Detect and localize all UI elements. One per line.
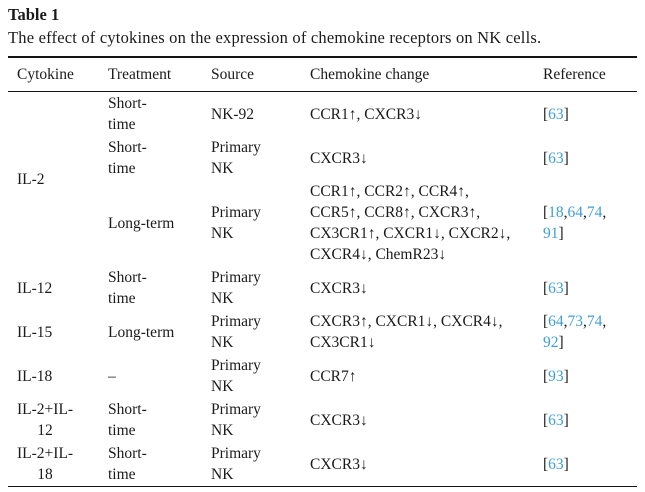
cytokine-label: IL-2+IL- 18 (17, 445, 74, 483)
table-row: IL-2 Short- time NK-92 CCR1↑, CXCR3↓ [63… (8, 92, 637, 188)
chemokine-change-cell: CCR7↑ (310, 367, 357, 385)
table-row: IL-12 Short- time Primary NK CXCR3↓ [63] (8, 266, 637, 310)
chemokine-change-cell: CCR1↑, CXCR3↓ (310, 105, 422, 123)
chemokine-change-cell: CXCR3↓ (310, 149, 368, 167)
reference-link[interactable]: 64 (548, 313, 564, 330)
reference-cell: [63] (543, 149, 569, 167)
reference-link[interactable]: 74 (586, 204, 603, 221)
reference-cell: [63] (543, 105, 569, 123)
header-row: Cytokine Treatment Source Chemokine chan… (8, 57, 637, 92)
source-cell: Primary NK (211, 204, 261, 242)
reference-link[interactable]: 73 (567, 313, 584, 330)
reference-cell: [18,64,74, 91] (543, 204, 607, 242)
cytokine-cell: IL-15 (8, 310, 99, 354)
treatment-cell: Short- time (108, 95, 147, 133)
reference-cell: [63] (543, 411, 569, 429)
chemokine-change-cell: CXCR3↓ (310, 279, 368, 297)
table-row: IL-15 Long-term Primary NK CXCR3↑, CXCR1… (8, 310, 637, 354)
treatment-cell: Short- time (108, 445, 147, 483)
source-cell: Primary NK (211, 313, 261, 351)
chemokine-change-cell: CXCR3↓ (310, 411, 368, 429)
reference-link[interactable]: 63 (548, 149, 564, 167)
chemokine-change-cell: CCR1↑, CCR2↑, CCR4↑, CCR5↑, CCR8↑, CXCR3… (310, 183, 511, 263)
cytokine-cell: IL-18 (8, 354, 99, 398)
treatment-cell: Long-term (108, 323, 175, 341)
chemokine-change-cell: CXCR3↑, CXCR1↓, CXCR4↓, CX3CR1↓ (310, 313, 503, 351)
reference-link[interactable]: 93 (548, 367, 564, 385)
reference-link[interactable]: 63 (548, 105, 564, 123)
cytokine-label: IL-2+IL- 12 (17, 401, 74, 439)
reference-cell: [64,73,74, 92] (543, 313, 607, 351)
cytokine-label: IL-12 (17, 279, 53, 297)
cytokine-chemokine-table: Cytokine Treatment Source Chemokine chan… (8, 56, 637, 487)
reference-cell: [93] (543, 367, 569, 385)
table-label: Table 1 (8, 5, 60, 24)
cytokine-label: IL-2 (17, 170, 45, 188)
cytokine-label: IL-15 (17, 323, 53, 341)
reference-cell: [63] (543, 279, 569, 297)
source-cell: Primary NK (211, 445, 261, 483)
treatment-cell: Short- time (108, 269, 147, 307)
chemokine-change-cell: CXCR3↓ (310, 455, 368, 473)
reference-link[interactable]: 74 (586, 313, 603, 330)
column-header-treatment: Treatment (99, 57, 202, 92)
reference-link[interactable]: 63 (548, 455, 564, 473)
column-header-reference: Reference (534, 57, 637, 92)
column-header-source: Source (202, 57, 301, 92)
cytokine-cell: IL-2 (8, 92, 99, 267)
cytokine-label: IL-18 (17, 367, 53, 385)
reference-link[interactable]: 63 (548, 411, 564, 429)
table-row: IL-2+IL- 18 Short- time Primary NK CXCR3… (8, 442, 637, 487)
source-cell: NK-92 (211, 105, 255, 123)
treatment-cell: – (108, 367, 116, 385)
treatment-cell: Short- time (108, 139, 147, 177)
source-cell: Primary NK (211, 139, 261, 177)
treatment-cell: Short- time (108, 401, 147, 439)
reference-link[interactable]: 18 (548, 204, 564, 221)
reference-link[interactable]: 64 (567, 204, 584, 221)
source-cell: Primary NK (211, 401, 261, 439)
column-header-cytokine: Cytokine (8, 57, 99, 92)
cytokine-cell: IL-2+IL- 18 (8, 442, 99, 487)
source-cell: Primary NK (211, 269, 261, 307)
table-row: IL-2+IL- 12 Short- time Primary NK CXCR3… (8, 398, 637, 442)
cytokine-cell: IL-2+IL- 12 (8, 398, 99, 442)
table-row: Short- time Primary NK CXCR3↓ [63] (8, 136, 637, 180)
reference-cell: [63] (543, 455, 569, 473)
table-row: Long-term Primary NK CCR1↑, CCR2↑, CCR4↑… (8, 180, 637, 266)
column-header-chemokine-change: Chemokine change (301, 57, 534, 92)
table-row: IL-18 – Primary NK CCR7↑ [93] (8, 354, 637, 398)
treatment-cell: Long-term (108, 214, 175, 232)
reference-link[interactable]: 63 (548, 279, 564, 297)
cytokine-cell: IL-12 (8, 266, 99, 310)
reference-link[interactable]: 92 (543, 334, 559, 351)
source-cell: Primary NK (211, 357, 261, 395)
table-caption: The effect of cytokines on the expressio… (8, 28, 542, 47)
reference-link[interactable]: 91 (543, 225, 559, 242)
